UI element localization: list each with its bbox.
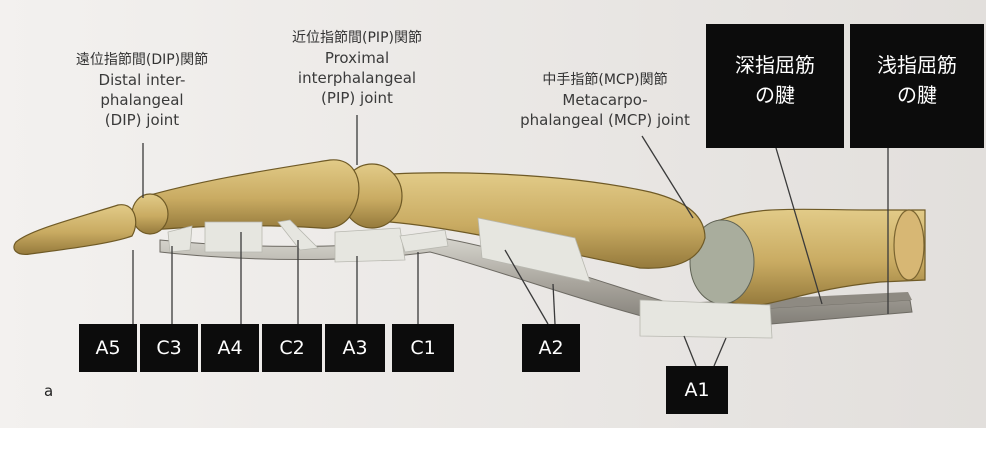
bottom-margin — [0, 428, 986, 474]
distal-phalanx — [13, 204, 137, 255]
pulley-a2: A2 — [522, 324, 580, 372]
leader-lines — [132, 115, 889, 367]
fdp-tendon-tag: 深指屈筋 の腱 — [706, 24, 844, 148]
fds-line-2: の腱 — [897, 83, 937, 107]
c2-ligament — [277, 219, 319, 251]
dip-joint-label: 遠位指節間(DIP)関節 Distal inter- phalangeal (D… — [42, 50, 242, 130]
dip-joint-head — [131, 193, 169, 235]
pulley-ligaments — [167, 217, 773, 339]
pulley-c1: C1 — [392, 324, 454, 372]
dip-en-1: Distal inter- — [98, 71, 186, 89]
pip-en-2: interphalangeal — [297, 69, 417, 87]
a3-ligament — [334, 227, 406, 263]
pip-joint-label: 近位指節間(PIP)関節 Proximal interphalangeal (P… — [257, 28, 457, 108]
pip-en-1: Proximal — [324, 49, 390, 67]
pip-jp: 近位指節間(PIP)関節 — [292, 30, 422, 46]
mcp-joint-label: 中手指節(MCP)関節 Metacarpo- phalangeal (MCP) … — [500, 70, 710, 130]
c1-ligament — [399, 229, 449, 253]
pulley-a1: A1 — [666, 366, 728, 414]
dip-en-2: phalangeal — [100, 91, 184, 109]
pulley-a5: A5 — [79, 324, 137, 372]
pip-en-3: (PIP) joint — [321, 89, 393, 107]
fdp-line-1: 深指屈筋 — [735, 53, 815, 77]
dip-jp: 遠位指節間(DIP)関節 — [75, 52, 209, 68]
figure-sublabel: a — [44, 382, 54, 400]
mcp-en-2: phalangeal (MCP) joint — [520, 111, 690, 129]
a4-ligament — [204, 221, 263, 253]
dip-en-3: (DIP) joint — [104, 111, 180, 129]
mcp-jp: 中手指節(MCP)関節 — [542, 72, 668, 88]
pulley-a4: A4 — [201, 324, 259, 372]
a1-ligament — [639, 299, 773, 339]
fds-line-1: 浅指屈筋 — [877, 53, 957, 77]
c3-ligament — [167, 225, 193, 253]
pulley-c2: C2 — [262, 324, 322, 372]
mcp-en-1: Metacarpo- — [562, 91, 648, 109]
pulley-c3: C3 — [140, 324, 198, 372]
pulley-a3: A3 — [325, 324, 385, 372]
fdp-line-2: の腱 — [755, 83, 795, 107]
metacarpal-cut-surface — [893, 209, 925, 281]
fds-tendon-tag: 浅指屈筋 の腱 — [850, 24, 984, 148]
a2-ligament — [477, 217, 591, 283]
